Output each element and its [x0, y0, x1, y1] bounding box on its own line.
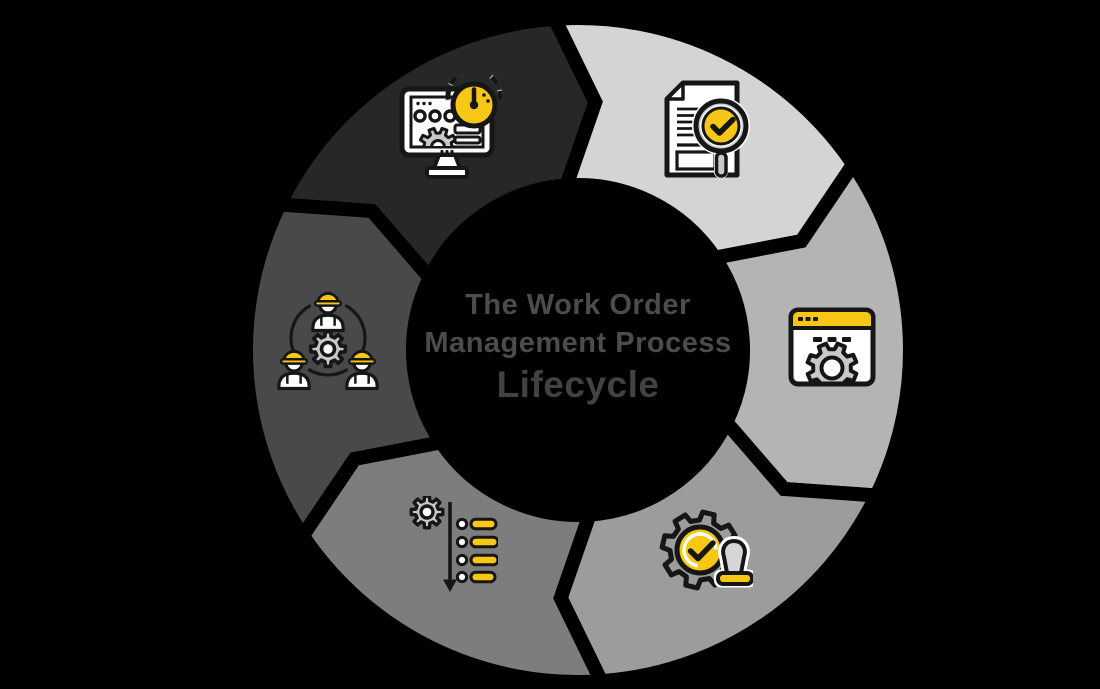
monitor-gauge-icon — [398, 75, 510, 183]
document-magnifier-icon — [653, 78, 755, 180]
gear-checklist-icon — [402, 496, 498, 596]
diagram-title: The Work Order Management Process Lifecy… — [368, 286, 788, 407]
title-line-1: The Work Order — [465, 289, 691, 321]
gear-check-stamp-icon — [657, 506, 753, 600]
connection-arcs — [289, 304, 367, 377]
browser-gear-icon — [786, 300, 878, 394]
title-line-3: Lifecycle — [496, 364, 660, 405]
magnifier — [692, 97, 750, 178]
title-line-2: Management Process — [424, 327, 732, 359]
gauge — [445, 75, 503, 129]
team-gear-icon — [272, 288, 384, 392]
stamp — [714, 536, 753, 588]
